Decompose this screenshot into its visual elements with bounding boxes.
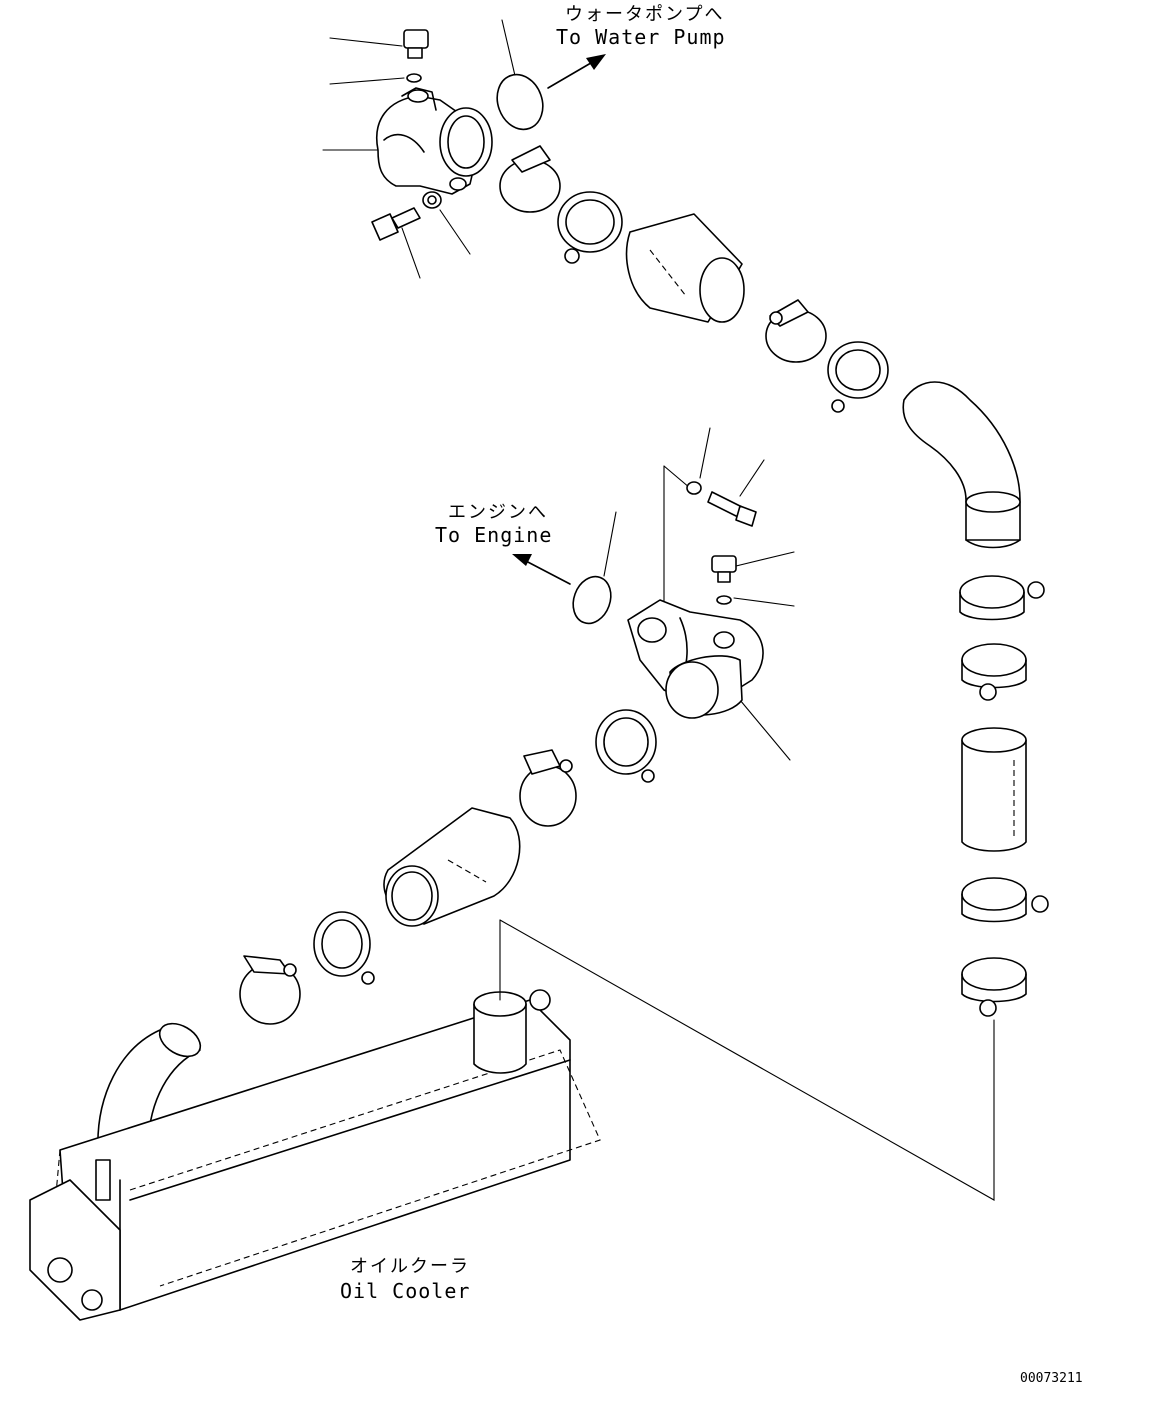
label-engine-en: To Engine: [435, 523, 552, 547]
drawing-code: 00073211: [1020, 1371, 1083, 1386]
lower-clamp-4: [239, 955, 301, 1025]
leader-line: [501, 19, 517, 81]
middle-elbow-part: [627, 599, 764, 719]
bolt-part: [711, 555, 737, 583]
bolt-part: [403, 29, 429, 59]
o-ring-part: [496, 73, 544, 131]
connection-line: [499, 919, 995, 1201]
upper-elbow-group: [322, 19, 517, 279]
leader-line: [739, 459, 765, 497]
right-clamp-1: [959, 575, 1045, 621]
leader-line: [735, 551, 795, 567]
upper-clamp-4: [827, 341, 889, 413]
upper-clamp-1: [499, 145, 561, 213]
lower-clamp-1: [595, 709, 657, 783]
washer-part: [686, 481, 702, 495]
lower-clamp-2: [519, 749, 577, 827]
right-clamp-3: [961, 877, 1049, 923]
right-clamp-4: [961, 957, 1027, 1017]
lower-clamp-3: [313, 911, 375, 985]
label-oil-cooler-jp: オイルクーラ: [350, 1256, 470, 1277]
right-clamp-2: [961, 643, 1027, 701]
water-pump-arrow: [547, 54, 606, 89]
leader-line: [329, 77, 405, 85]
leader-line: [603, 511, 617, 577]
middle-elbow-group: [603, 427, 795, 761]
leader-line: [739, 699, 791, 761]
engine-arrow: [512, 554, 571, 585]
oil-cooler: [29, 989, 601, 1321]
label-water-pump-jp: ウォータポンプへ: [565, 4, 724, 25]
upper-hose: [625, 213, 745, 323]
washer-part: [422, 191, 442, 209]
bolt-part: [707, 491, 757, 527]
lower-hose: [383, 807, 521, 927]
label-oil-cooler-en: Oil Cooler: [340, 1279, 470, 1303]
o-ring-part: [572, 575, 612, 625]
label-water-pump-en: To Water Pump: [556, 25, 726, 49]
bolt-part: [371, 207, 421, 241]
leader-line: [439, 209, 471, 255]
leader-line: [401, 227, 421, 279]
washer-part: [716, 595, 732, 605]
elbow-hose-right: [902, 381, 1021, 549]
leader-line: [699, 427, 711, 479]
washer-part: [406, 73, 422, 83]
leader-line: [329, 37, 403, 47]
upper-clamp-3: [765, 299, 827, 363]
leader-line: [733, 597, 795, 607]
right-hose: [961, 727, 1027, 852]
upper-elbow-part: [376, 87, 493, 195]
upper-clamp-2: [557, 191, 623, 264]
label-engine-jp: エンジンへ: [448, 502, 548, 523]
